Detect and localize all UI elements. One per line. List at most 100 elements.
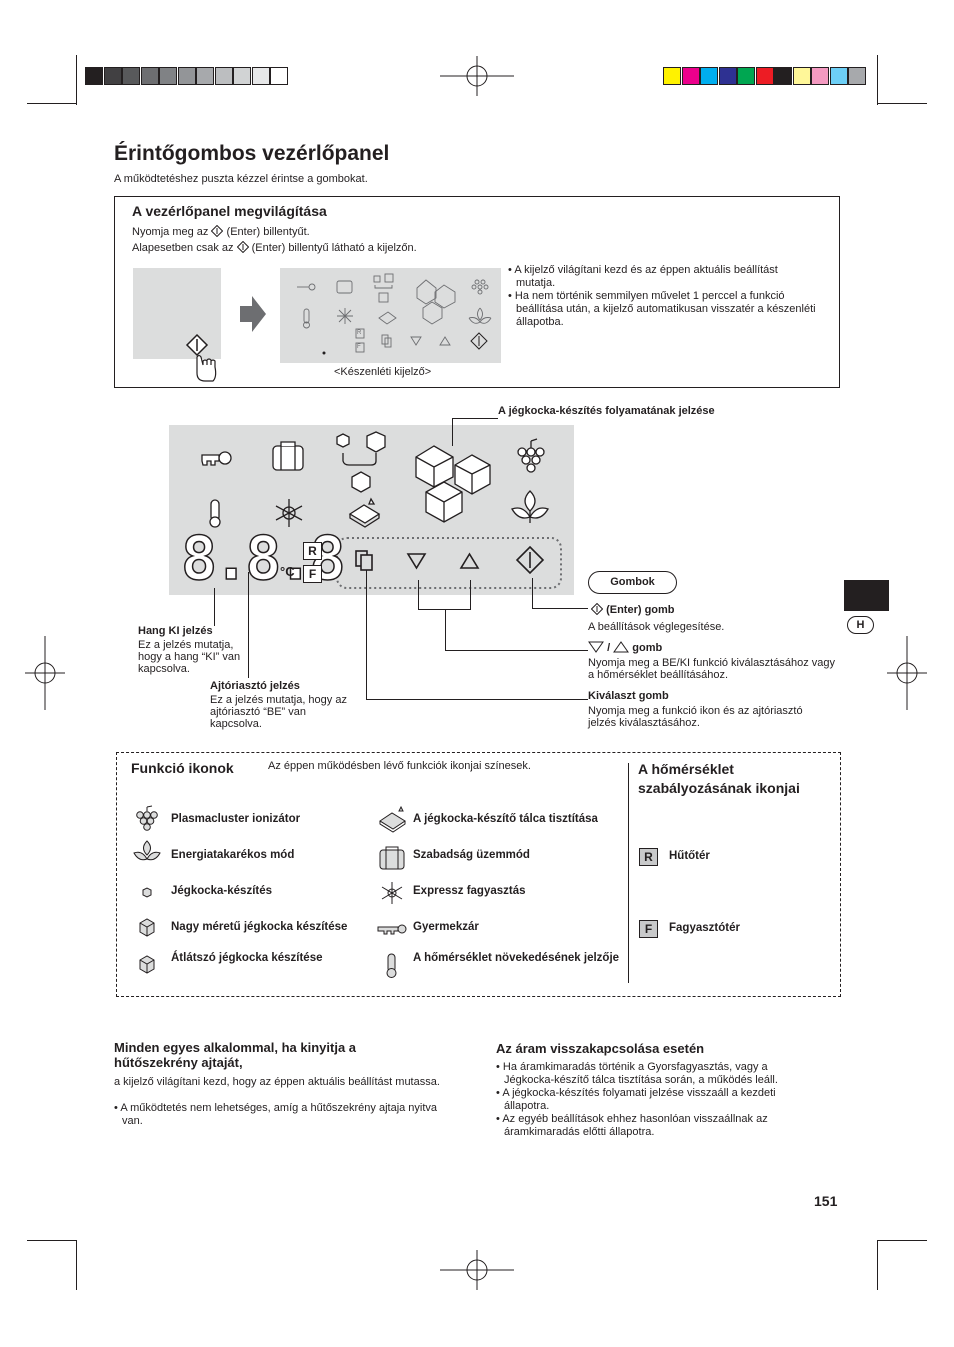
sound-off-title: Hang KI jelzés [138, 625, 213, 637]
temp-icon-label-f: Fagyasztótér [669, 922, 740, 934]
celsius-unit: °C [280, 564, 295, 579]
standby-display: R F [280, 268, 501, 363]
enter-icon [211, 224, 224, 238]
child-lock-icon [377, 924, 407, 935]
select-button-icon [355, 550, 373, 571]
energy-saving-icon [133, 840, 161, 861]
down-triangle-icon [588, 641, 604, 653]
color-swatch [251, 67, 270, 85]
select-callout-title: Kiválaszt gomb [588, 690, 669, 702]
ice-making-icon [142, 887, 152, 898]
door-alarm-title: Ajtóriasztó jelzés [210, 680, 300, 692]
ice-tray-cleaning-icon [379, 805, 406, 833]
temp-icon-label-r: Hűtőtér [669, 850, 710, 862]
column-divider [628, 763, 629, 983]
color-swatch [85, 67, 103, 85]
function-thermometer-label: A hőmérséklet növekedésének jelzője [413, 952, 620, 964]
enter-icon [236, 240, 249, 254]
buttons-frame [336, 537, 562, 589]
enter-callout-desc: A beállítások véglegesítése. [588, 621, 725, 633]
power-section-heading: Az áram visszakapcsolása esetén [496, 1041, 705, 1056]
function-energy-saving-label: Energiatakarékos mód [171, 849, 295, 861]
f-indicator: F [303, 565, 322, 583]
color-swatch [663, 67, 681, 85]
enter-icon [590, 602, 604, 616]
power-section-bullets: Ha áramkimaradás történik a Gyorsfagyasz… [496, 1061, 816, 1139]
mini-r-label: R [357, 330, 362, 336]
energy-saving-icon [511, 490, 549, 523]
function-ice-making-label: Jégkocka-készítés [171, 885, 273, 897]
express-freeze-icon [275, 499, 303, 527]
door-section-bullets: A működtetés nem lehetséges, amíg a hűtő… [114, 1102, 444, 1128]
mini-f-label: F [357, 344, 361, 350]
function-large-ice-label: Nagy méretű jégkocka készítése [171, 921, 348, 933]
panel-icons [201, 431, 562, 589]
plasmacluster-icon [517, 438, 545, 473]
function-icons-heading: Funkció ikonok [131, 760, 234, 776]
updown-callout-desc: Nyomja meg a BE/KI funkció kiválasztásáh… [588, 657, 836, 681]
door-alarm-desc: Ez a jelzés mutatja, hogy az ajtóriasztó… [210, 694, 347, 730]
page-title: Érintőgombos vezérlőpanel [114, 142, 390, 165]
function-clear-ice-label: Átlátszó jégkocka készítése [171, 952, 323, 964]
color-swatch [755, 67, 774, 85]
plasmacluster-icon [136, 805, 158, 831]
thermometer-icon [386, 953, 397, 978]
function-icons-box: Funkció ikonok Az éppen működésben lévő … [116, 752, 841, 997]
color-swatch [103, 67, 122, 85]
function-icons-note: Az éppen működésben lévő funkciók ikonja… [268, 760, 531, 772]
color-swatch [214, 67, 233, 85]
ice-progress-label: A jégkocka-készítés folyamatának jelzése [498, 405, 715, 417]
door-section-para: a kijelző világítani kezd, hogy az éppen… [114, 1076, 440, 1088]
color-swatch [270, 67, 288, 85]
color-swatch [848, 67, 866, 85]
select-callout-desc: Nyomja meg a funkció ikon és az ajtórias… [588, 705, 803, 729]
color-swatch [196, 67, 214, 85]
function-ice-tray-cleaning-label: A jégkocka-készítő tálca tisztítása [413, 813, 598, 825]
sound-off-desc: Ez a jelzés mutatja, hogy a hang “KI” va… [138, 639, 241, 675]
large-ice-icon [415, 445, 491, 523]
color-swatch [159, 67, 177, 85]
updown-callout-title: / gomb [588, 641, 662, 654]
color-swatch [811, 67, 829, 85]
ice-making-icon [336, 431, 386, 466]
clear-ice-icon [351, 471, 371, 493]
enter-callout-title: (Enter) gomb [590, 602, 675, 616]
function-plasmacluster-label: Plasmacluster ionizátor [171, 813, 301, 825]
color-swatch [718, 67, 737, 85]
function-vacation-mode-label: Szabadság üzemmód [413, 849, 530, 861]
page-subtitle: A működtetéshez puszta kézzel érintse a … [114, 173, 368, 185]
up-triangle-icon [613, 641, 630, 653]
illumination-bullets: A kijelző világítani kezd és az éppen ak… [508, 264, 818, 329]
left-function-icons [133, 805, 161, 974]
page-number: 151 [814, 1193, 838, 1209]
illumination-box: A vezérlőpanel megvilágítása Nyomja meg … [114, 196, 840, 388]
clear-ice-icon [139, 955, 155, 974]
color-swatch [177, 67, 196, 85]
color-swatch [140, 67, 159, 85]
color-swatch [122, 67, 140, 85]
arrow-right-icon [240, 296, 266, 332]
illumination-heading: A vezérlőpanel megvilágítása [132, 203, 327, 219]
color-swatch [737, 67, 755, 85]
chapter-tab [844, 580, 889, 611]
function-express-freeze-label: Expressz fagyasztás [413, 885, 526, 897]
standby-caption: <Készenléti kijelző> [334, 366, 432, 378]
color-swatch [829, 67, 848, 85]
door-section-heading: Minden egyes alkalommal, ha kinyitja a h… [114, 1040, 357, 1070]
f-icon: F [639, 920, 658, 938]
language-badge: H [847, 616, 874, 634]
child-lock-icon [201, 451, 232, 466]
color-swatch [700, 67, 718, 85]
vacation-mode-icon [379, 846, 405, 870]
color-swatch [681, 67, 700, 85]
control-panel: 8.8.8 °C R F [169, 425, 574, 595]
thermometer-icon [209, 499, 221, 528]
color-swatch [792, 67, 811, 85]
color-swatch [774, 67, 792, 85]
temp-icons-heading: A hőmérséklet szabályozásának ikonjai [638, 761, 800, 796]
hand-touch-icon [185, 333, 217, 382]
up-button-icon [459, 552, 480, 569]
large-ice-icon [139, 918, 155, 937]
right-function-icons [377, 805, 407, 978]
